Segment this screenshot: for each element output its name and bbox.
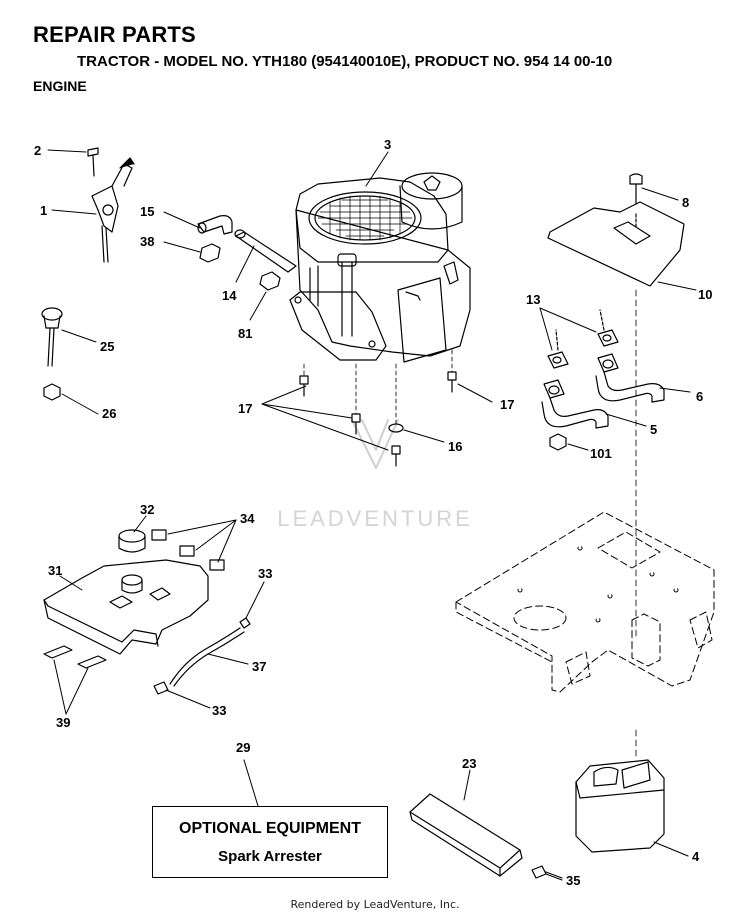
muffler	[575, 729, 665, 853]
watermark-text: LEADVENTURE	[277, 506, 473, 531]
callout-29: 29	[236, 740, 250, 755]
callout-25: 25	[100, 339, 114, 354]
exhaust-pipes	[541, 289, 665, 641]
callout-33-top: 33	[258, 566, 272, 581]
callout-14: 14	[222, 288, 237, 303]
callout-101: 101	[590, 446, 612, 461]
callout-32: 32	[140, 502, 154, 517]
leader-lines	[47, 149, 697, 881]
callout-8: 8	[682, 195, 689, 210]
footer-credit: Rendered by LeadVenture, Inc.	[290, 898, 460, 911]
callout-81: 81	[238, 326, 252, 341]
fuel-fittings	[197, 215, 297, 291]
throttle-control	[87, 147, 135, 263]
engine-assembly	[289, 172, 471, 363]
callout-33-bottom: 33	[212, 703, 226, 718]
mounting-bolts	[299, 349, 457, 467]
air-cleaner	[43, 529, 251, 695]
callout-26: 26	[102, 406, 116, 421]
heat-shield	[547, 173, 685, 287]
callout-17-left: 17	[238, 401, 252, 416]
callout-38: 38	[140, 234, 154, 249]
callout-numbers: 2 1 3 15 38 14 81 8 10 13 6 5 101 25 26 …	[34, 137, 712, 888]
muffler-bracket	[409, 793, 563, 879]
spark-arrester-label: Spark Arrester	[218, 848, 322, 865]
callout-2: 2	[34, 143, 41, 158]
callout-10: 10	[698, 287, 712, 302]
callout-23: 23	[462, 756, 476, 771]
callout-17-right: 17	[500, 397, 514, 412]
callout-39: 39	[56, 715, 70, 730]
callout-37: 37	[252, 659, 266, 674]
choke-knob	[41, 307, 63, 401]
page-subtitle: TRACTOR - MODEL NO. YTH180 (954140010E),…	[77, 53, 613, 70]
optional-equipment-title: OPTIONAL EQUIPMENT	[179, 820, 361, 837]
callout-16: 16	[448, 439, 462, 454]
callout-4: 4	[692, 849, 700, 864]
callout-35: 35	[566, 873, 580, 888]
optional-equipment-box: OPTIONAL EQUIPMENT Spark Arrester	[152, 806, 388, 878]
callout-34: 34	[240, 511, 255, 526]
callout-3: 3	[384, 137, 391, 152]
page-title: REPAIR PARTS	[33, 22, 196, 47]
callout-1: 1	[40, 203, 47, 218]
frame	[455, 511, 715, 693]
section-label: ENGINE	[33, 78, 87, 94]
callout-5: 5	[650, 422, 657, 437]
watermark-logo	[351, 419, 399, 469]
callout-13: 13	[526, 292, 540, 307]
callout-15: 15	[140, 204, 154, 219]
callout-6: 6	[696, 389, 703, 404]
callout-31: 31	[48, 563, 62, 578]
